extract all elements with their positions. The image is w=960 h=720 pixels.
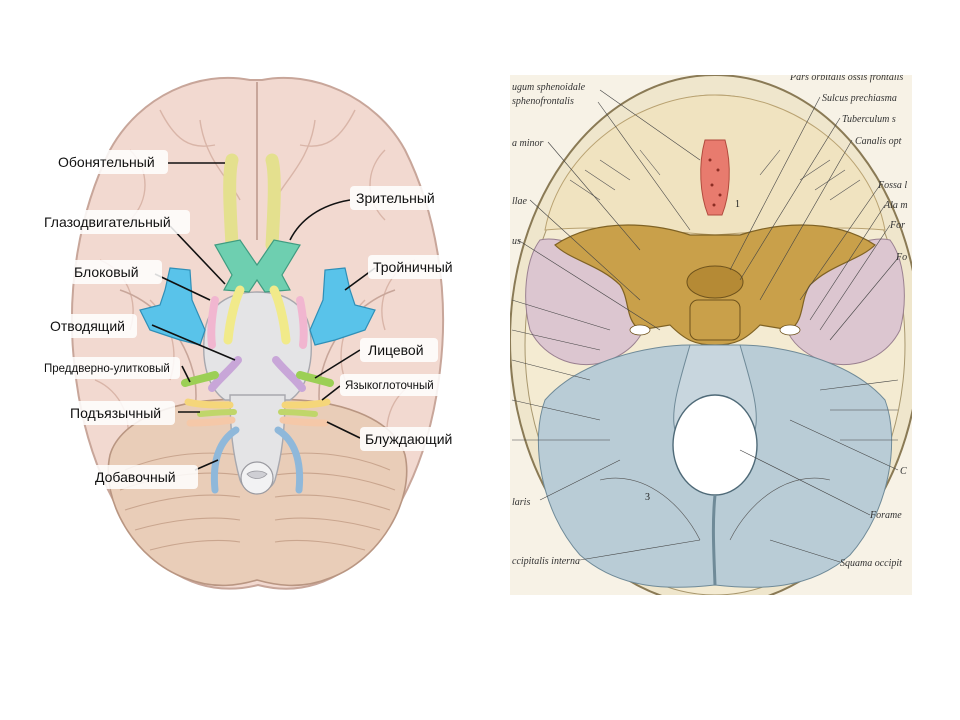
olfactory-nerve-right bbox=[265, 153, 281, 252]
trochlear-nerve-left bbox=[207, 296, 219, 349]
label-trochlear: Блоковый bbox=[74, 264, 139, 280]
abducens-nerve-right bbox=[272, 356, 306, 392]
skull-label-us: us bbox=[512, 236, 521, 247]
skull-label-for2: Fo bbox=[895, 252, 907, 263]
skull-label-top: Pars orbitalis ossis frontalis bbox=[789, 72, 903, 83]
hypoglossal-nerve-right bbox=[278, 409, 318, 417]
vagus-nerve-left bbox=[186, 416, 236, 427]
label-abducens: Отводящий bbox=[50, 318, 125, 334]
label-facial: Лицевой bbox=[368, 342, 424, 358]
skull-label-llae: llae bbox=[512, 196, 528, 207]
label-optic: Зрительный bbox=[356, 190, 435, 206]
hypoglossal-nerve-left bbox=[197, 409, 237, 417]
facial-nerve-right bbox=[296, 371, 334, 387]
accessory-nerve-left bbox=[210, 426, 240, 494]
label-oculomotor: Глазодвигательный bbox=[44, 214, 171, 230]
oculomotor-nerve-left bbox=[223, 285, 245, 345]
skull-label-jugum: ugum sphenoidale bbox=[512, 82, 586, 93]
optic-chiasm bbox=[214, 239, 301, 293]
facial-nerve-left bbox=[181, 371, 219, 387]
skull-label-a-minor: a minor bbox=[512, 138, 544, 149]
skull-label-canalis: Canalis opt bbox=[855, 136, 902, 147]
nerve-labels: Обонятельный Зрительный Глазодвигательны… bbox=[40, 150, 463, 489]
skull-label-squama: Squama occipit bbox=[840, 558, 902, 569]
skull-leader-lines bbox=[511, 89, 899, 563]
abducens-nerve-left bbox=[208, 356, 242, 392]
glossopharyngeal-nerve-left bbox=[184, 398, 234, 409]
skull-label-c: C bbox=[900, 466, 907, 477]
skull-label-sulcus: Sulcus prechiasma bbox=[822, 93, 897, 104]
skull-label-tuberculum: Tuberculum s bbox=[842, 114, 896, 125]
leader-lines bbox=[151, 162, 376, 471]
vagus-nerve-right bbox=[279, 416, 329, 427]
skull-label-laris: laris bbox=[512, 497, 530, 508]
trigeminal-nerve-right bbox=[309, 267, 376, 346]
skull-number-3: 3 bbox=[645, 492, 650, 503]
skull-label-sphenofrontalis: sphenofrontalis bbox=[512, 96, 574, 107]
label-glossopharyngeal: Языкоглоточный bbox=[345, 380, 434, 392]
crista-galli bbox=[700, 139, 730, 216]
trigeminal-nerve-left bbox=[139, 267, 206, 346]
label-olfactory: Обонятельный bbox=[58, 154, 155, 170]
sella-turcica bbox=[686, 265, 744, 299]
label-vestibulocochlear: Преддверно-улитковый bbox=[44, 363, 170, 375]
skull-number-1: 1 bbox=[735, 199, 740, 210]
label-hypoglossal: Подъязычный bbox=[70, 405, 161, 421]
skull-label-occipitalis: ccipitalis interna bbox=[512, 556, 580, 567]
brain-diagram: Обонятельный Зрительный Глазодвигательны… bbox=[40, 76, 463, 590]
foramen-magnum bbox=[672, 394, 758, 496]
skull-label-ala: Ala m bbox=[883, 200, 908, 211]
olfactory-nerve-left bbox=[223, 153, 239, 252]
label-trigeminal: Тройничный bbox=[373, 259, 453, 275]
glossopharyngeal-nerve-right bbox=[281, 398, 331, 409]
label-vagus: Блуждающий bbox=[365, 431, 452, 447]
oculomotor-nerve-right bbox=[269, 285, 291, 345]
accessory-nerve-right bbox=[274, 426, 304, 494]
skull-base-illustration: 1 3 ugum sphenoidale sphenofrontalis a m… bbox=[510, 72, 912, 595]
skull-label-for1: For bbox=[889, 220, 905, 231]
skull-label-fossa: Fossa l bbox=[877, 180, 907, 191]
label-accessory: Добавочный bbox=[95, 469, 176, 485]
dorsum-sellae bbox=[689, 299, 741, 341]
trochlear-nerve-right bbox=[296, 296, 308, 349]
skull-label-foramen: Forame bbox=[869, 510, 902, 521]
occipital-crest bbox=[711, 494, 717, 586]
